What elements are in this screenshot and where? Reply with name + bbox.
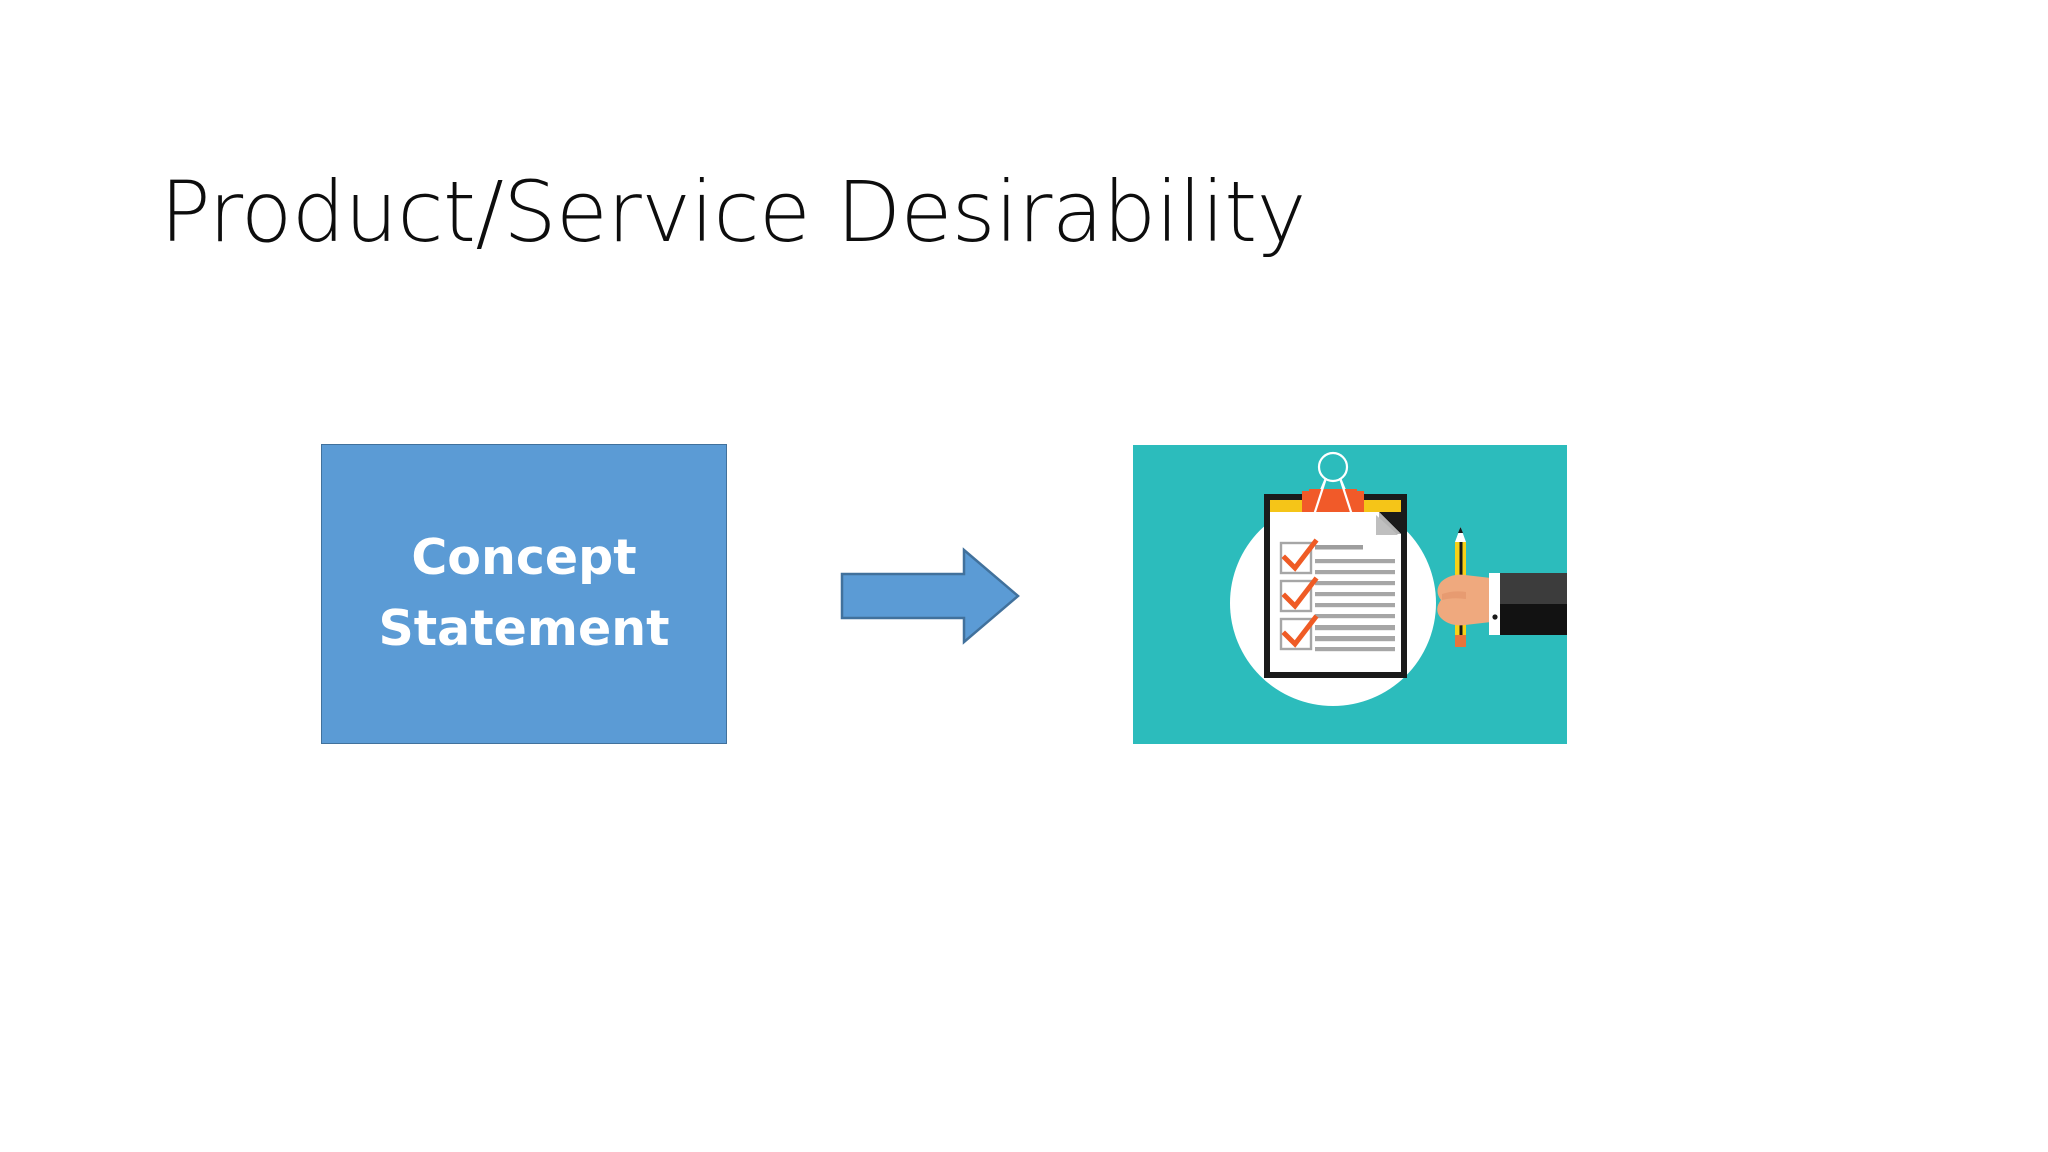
page-title: Product/Service Desirability xyxy=(160,163,1306,262)
concept-statement-box[interactable]: Concept Statement xyxy=(321,444,727,744)
right-arrow-icon xyxy=(840,546,1020,646)
concept-statement-label: Concept Statement xyxy=(378,529,670,657)
clipboard-checklist-icon xyxy=(1133,445,1567,744)
